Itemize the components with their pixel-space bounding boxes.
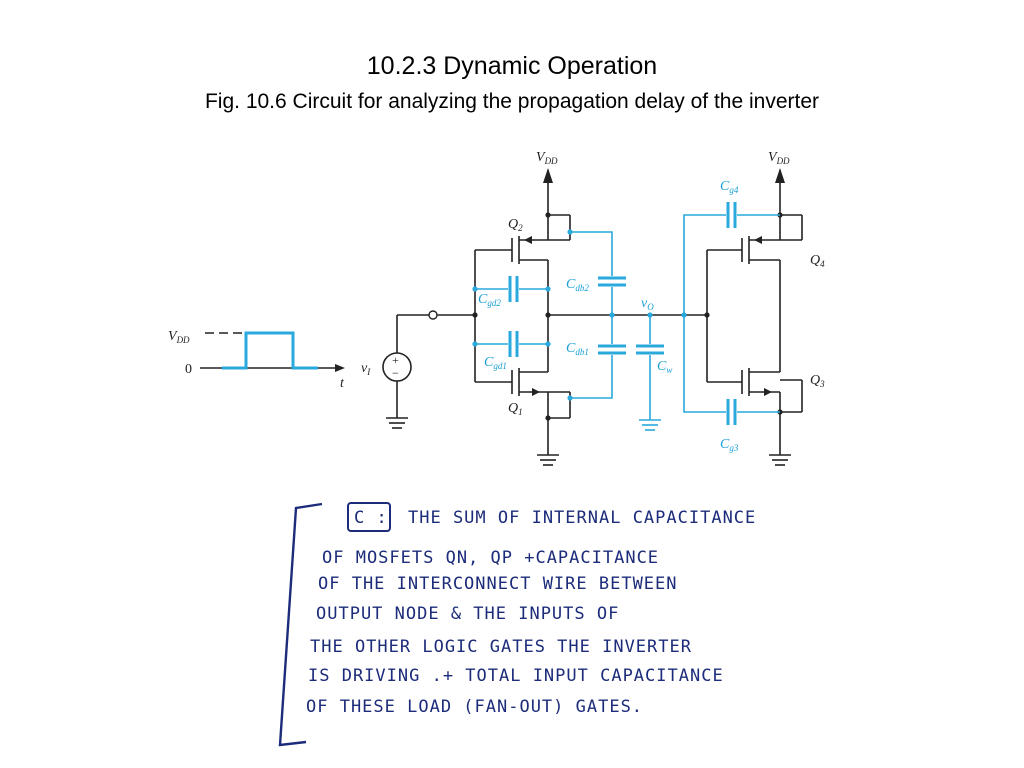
cg3-label: Cg3 <box>720 437 739 453</box>
input-terminal <box>428 310 438 320</box>
cdb2-label: Cdb2 <box>566 277 589 293</box>
figure-caption: Fig. 10.6 Circuit for analyzing the prop… <box>204 90 819 113</box>
vdd-right-label: VDD <box>768 150 790 166</box>
vi-label: vI <box>361 361 371 377</box>
pulse-time-label: t <box>340 376 345 391</box>
pulse-signal <box>222 331 318 370</box>
cgd1-label: Cgd1 <box>484 355 507 371</box>
input-pulse-waveform: VDD 0 t <box>168 329 345 391</box>
note-line-4: OUTPUT NODE & THE INPUTS OF <box>316 604 619 624</box>
note-line-2: OF MOSFETS QN, QP +CAPACITANCE <box>322 548 659 568</box>
note-line-7: OF THESE LOAD (FAN-OUT) GATES. <box>306 697 643 717</box>
source-plus: + <box>392 353 399 367</box>
note-bracket <box>278 502 323 747</box>
q1-label: Q1 <box>508 401 523 417</box>
vdd-left-label: VDD <box>536 150 558 166</box>
handwritten-note: C : THE SUM OF INTERNAL CAPACITANCE OF M… <box>278 502 756 747</box>
vdd-left-arrow-icon <box>543 168 553 183</box>
page-title: 10.2.3 Dynamic Operation <box>366 52 658 80</box>
parasitic-capacitors: Cgd2 Cgd1 Cdb2 Cdb1 Cw vO <box>472 229 687 431</box>
source-minus: − <box>392 366 399 380</box>
time-axis-arrow-icon <box>335 364 345 372</box>
vdd-right-arrow-icon <box>775 168 785 183</box>
cg4-label: Cg4 <box>720 179 739 195</box>
cdb1-label: Cdb1 <box>566 341 589 357</box>
q4-label: Q4 <box>810 253 825 269</box>
driver-inverter: VDD Q2 Q1 <box>437 150 707 466</box>
note-box <box>347 502 391 532</box>
load-inverter: VDD Q4 Q3 Cg4 Cg3 <box>683 150 825 466</box>
note-box-label: C : <box>354 508 388 528</box>
note-line-6: IS DRIVING .+ TOTAL INPUT CAPACITANCE <box>308 666 724 686</box>
pulse-zero-label: 0 <box>185 362 192 377</box>
cgd2-label: Cgd2 <box>478 292 501 308</box>
note-line-5: THE OTHER LOGIC GATES THE INVERTER <box>310 637 692 657</box>
q2-label: Q2 <box>508 217 523 233</box>
note-line-1: THE SUM OF INTERNAL CAPACITANCE <box>408 508 756 528</box>
vo-label: vO <box>641 296 654 312</box>
q3-label: Q3 <box>810 373 825 389</box>
cw-label: Cw <box>657 359 672 375</box>
pulse-vdd-label: VDD <box>168 329 190 345</box>
note-line-3: OF THE INTERCONNECT WIRE BETWEEN <box>318 574 678 594</box>
input-voltage-source: + − vI <box>361 310 438 429</box>
